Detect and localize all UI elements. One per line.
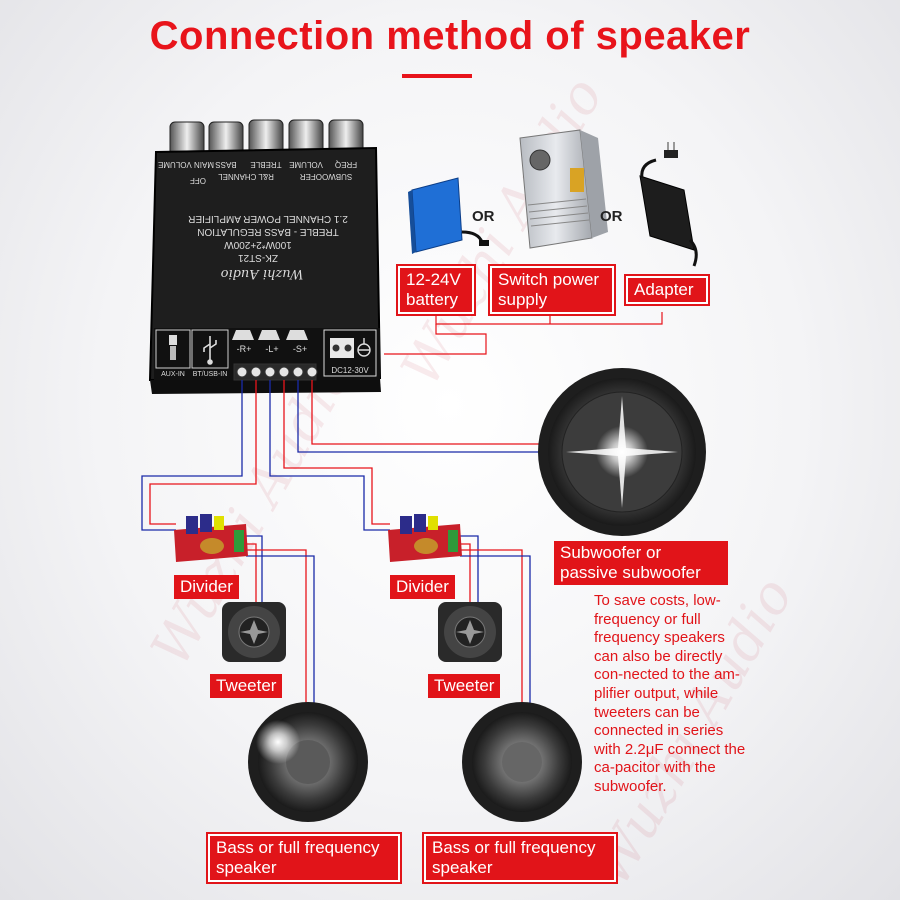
off-label: OFF xyxy=(190,176,206,185)
port-label: BT/USB-IN xyxy=(193,371,228,378)
battery-icon xyxy=(408,177,489,254)
amp-desc: TREBLE - BASS REGULATION xyxy=(197,226,339,237)
subwoofer-icon xyxy=(538,368,706,536)
port-label: AUX-IN xyxy=(161,371,185,378)
tweeter-icon xyxy=(438,602,502,662)
power-wire xyxy=(384,312,663,355)
knob-label: FREQ xyxy=(335,160,357,169)
battery-label: 12-24V battery xyxy=(396,264,476,316)
divider-board-icon xyxy=(388,514,462,562)
amp-power: 100W*2+200W xyxy=(224,239,292,250)
amp-model: ZK-ST21 xyxy=(238,252,278,263)
dc-label: DC12-30V xyxy=(331,366,369,375)
switch-supply-label: Switch power supply xyxy=(488,264,616,316)
or-label: OR xyxy=(600,208,623,225)
divider-label: Divider xyxy=(174,575,239,599)
speaker-terminal-icon xyxy=(232,330,308,340)
adapter-label: Adapter xyxy=(624,274,710,306)
divider-board-icon xyxy=(174,514,248,562)
subwoofer-label: Subwoofer or passive subwoofer xyxy=(554,541,728,585)
bass-speaker-label: Bass or full frequency speaker xyxy=(206,832,402,884)
dc-power-icon xyxy=(357,338,371,357)
or-label: OR xyxy=(472,208,495,225)
aux-icon xyxy=(169,335,177,360)
bass-speaker-icon xyxy=(248,702,368,822)
page-title: Connection method of speaker xyxy=(149,14,751,58)
tweeter-label: Tweeter xyxy=(210,674,283,698)
terminal-label: -S+ xyxy=(293,344,307,354)
terminal-label: -R+ xyxy=(237,344,252,354)
adapter-icon xyxy=(639,142,698,267)
speaker-wire xyxy=(141,380,548,708)
bass-speaker-icon xyxy=(462,702,582,822)
title-underline xyxy=(402,74,472,78)
usb-icon xyxy=(203,336,217,365)
knob-label: MAIN VOLUME xyxy=(158,160,214,169)
amp-desc: 2.1 CHANNEL POWER AMPLIFIER xyxy=(188,213,348,224)
power-supply-icon xyxy=(519,129,608,249)
screw-terminal xyxy=(233,363,318,381)
divider-label: Divider xyxy=(390,575,455,599)
note-text: To save costs, low-frequency or full fre… xyxy=(594,592,746,795)
terminal-label: -L+ xyxy=(265,344,278,354)
amp-brand: Wuzhi Audio xyxy=(220,266,303,281)
group-label: SUBWOOFER xyxy=(300,172,353,181)
tweeter-icon xyxy=(222,602,286,662)
tweeter-label: Tweeter xyxy=(428,674,501,698)
group-label: R&L CHANNEL xyxy=(218,172,274,181)
knob-label: BASS xyxy=(215,160,236,169)
knob-label: VOLUME xyxy=(289,160,323,169)
amplifier-board: MAIN VOLUME BASS TREBLE VOLUME FREQ R&L … xyxy=(148,119,382,394)
bass-speaker-label: Bass or full frequency speaker xyxy=(422,832,618,884)
knob-label: TREBLE xyxy=(250,160,281,169)
